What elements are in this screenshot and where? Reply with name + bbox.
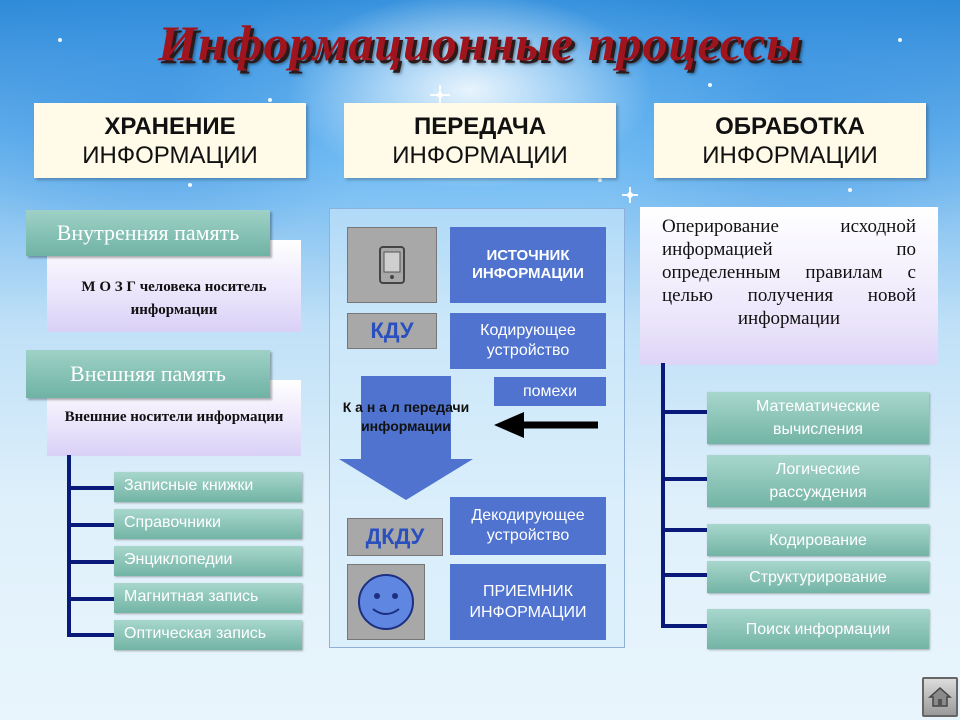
processing-branch-line — [661, 410, 709, 414]
encoder-label: Кодирующее устройство — [480, 322, 576, 359]
header-storage: ХРАНЕНИЕ ИНФОРМАЦИИ — [34, 103, 306, 178]
processing-branch-line — [661, 573, 709, 577]
source-label: ИСТОЧНИК ИНФОРМАЦИИ — [472, 247, 584, 282]
header-transfer: ПЕРЕДАЧА ИНФОРМАЦИИ — [344, 103, 616, 178]
encoder-box: Кодирующее устройство — [450, 313, 606, 369]
processing-item-structuring: Структурирование — [707, 561, 929, 593]
receiver-box: ПРИЕМНИК ИНФОРМАЦИИ — [450, 564, 606, 640]
noise-label: помехи — [522, 382, 578, 400]
storage-tree-line — [67, 455, 71, 635]
storage-item-notebooks: Записные книжки — [114, 472, 302, 502]
receiver-icon-box — [347, 564, 425, 640]
storage-item-magnetic: Магнитная запись — [114, 583, 302, 613]
kdu-box: КДУ — [347, 313, 437, 349]
home-button[interactable] — [922, 677, 958, 717]
phone-icon — [379, 246, 405, 284]
decoder-label: Декодирующее устройство — [471, 507, 585, 544]
storage-branch-line — [67, 560, 115, 564]
header-transfer-line1: ПЕРЕДАЧА — [413, 113, 547, 140]
header-storage-line2: ИНФОРМАЦИИ — [82, 142, 258, 169]
channel-arrow — [339, 376, 473, 500]
storage-branch-line — [67, 523, 115, 527]
processing-branch-line — [661, 528, 709, 532]
internal-memory-tab: Внутренняя память — [26, 210, 270, 256]
processing-definition: Оперирование исходной информацией по опр… — [640, 207, 938, 365]
header-processing: ОБРАБОТКА ИНФОРМАЦИИ — [654, 103, 926, 178]
processing-item-search: Поиск информации — [707, 609, 929, 649]
decoder-box: Декодирующее устройство — [450, 497, 606, 555]
source-box: ИСТОЧНИК ИНФОРМАЦИИ — [450, 227, 606, 303]
page-title: Информационные процессы — [158, 15, 802, 71]
external-memory-tab: Внешняя память — [26, 350, 270, 398]
home-icon — [928, 686, 952, 707]
noise-box: помехи — [494, 377, 606, 406]
source-icon-box — [347, 227, 437, 303]
header-processing-line1: ОБРАБОТКА — [715, 113, 865, 140]
dkdu-box: ДКДУ — [347, 518, 443, 556]
processing-branch-line — [661, 624, 709, 628]
processing-item-logic: Логические рассуждения — [707, 455, 929, 507]
receiver-label: ПРИЕМНИК ИНФОРМАЦИИ — [469, 583, 587, 621]
header-processing-line2: ИНФОРМАЦИИ — [702, 142, 878, 169]
storage-branch-line — [67, 597, 115, 601]
storage-branch-line — [67, 633, 115, 637]
storage-item-reference-books: Справочники — [114, 509, 302, 539]
storage-item-optical: Оптическая запись — [114, 620, 302, 650]
processing-item-math: Математические вычисления — [707, 392, 929, 444]
header-storage-line1: ХРАНЕНИЕ — [104, 113, 236, 140]
processing-item-coding: Кодирование — [707, 524, 929, 556]
processing-branch-line — [661, 477, 709, 481]
channel-label: К а н а л передачи информации — [342, 399, 470, 434]
smiley-face-icon — [358, 574, 414, 630]
storage-item-encyclopedias: Энциклопедии — [114, 546, 302, 576]
storage-branch-line — [67, 486, 115, 490]
processing-tree-line — [661, 363, 665, 627]
header-transfer-line2: ИНФОРМАЦИИ — [392, 142, 568, 169]
noise-arrow-icon — [494, 412, 598, 438]
